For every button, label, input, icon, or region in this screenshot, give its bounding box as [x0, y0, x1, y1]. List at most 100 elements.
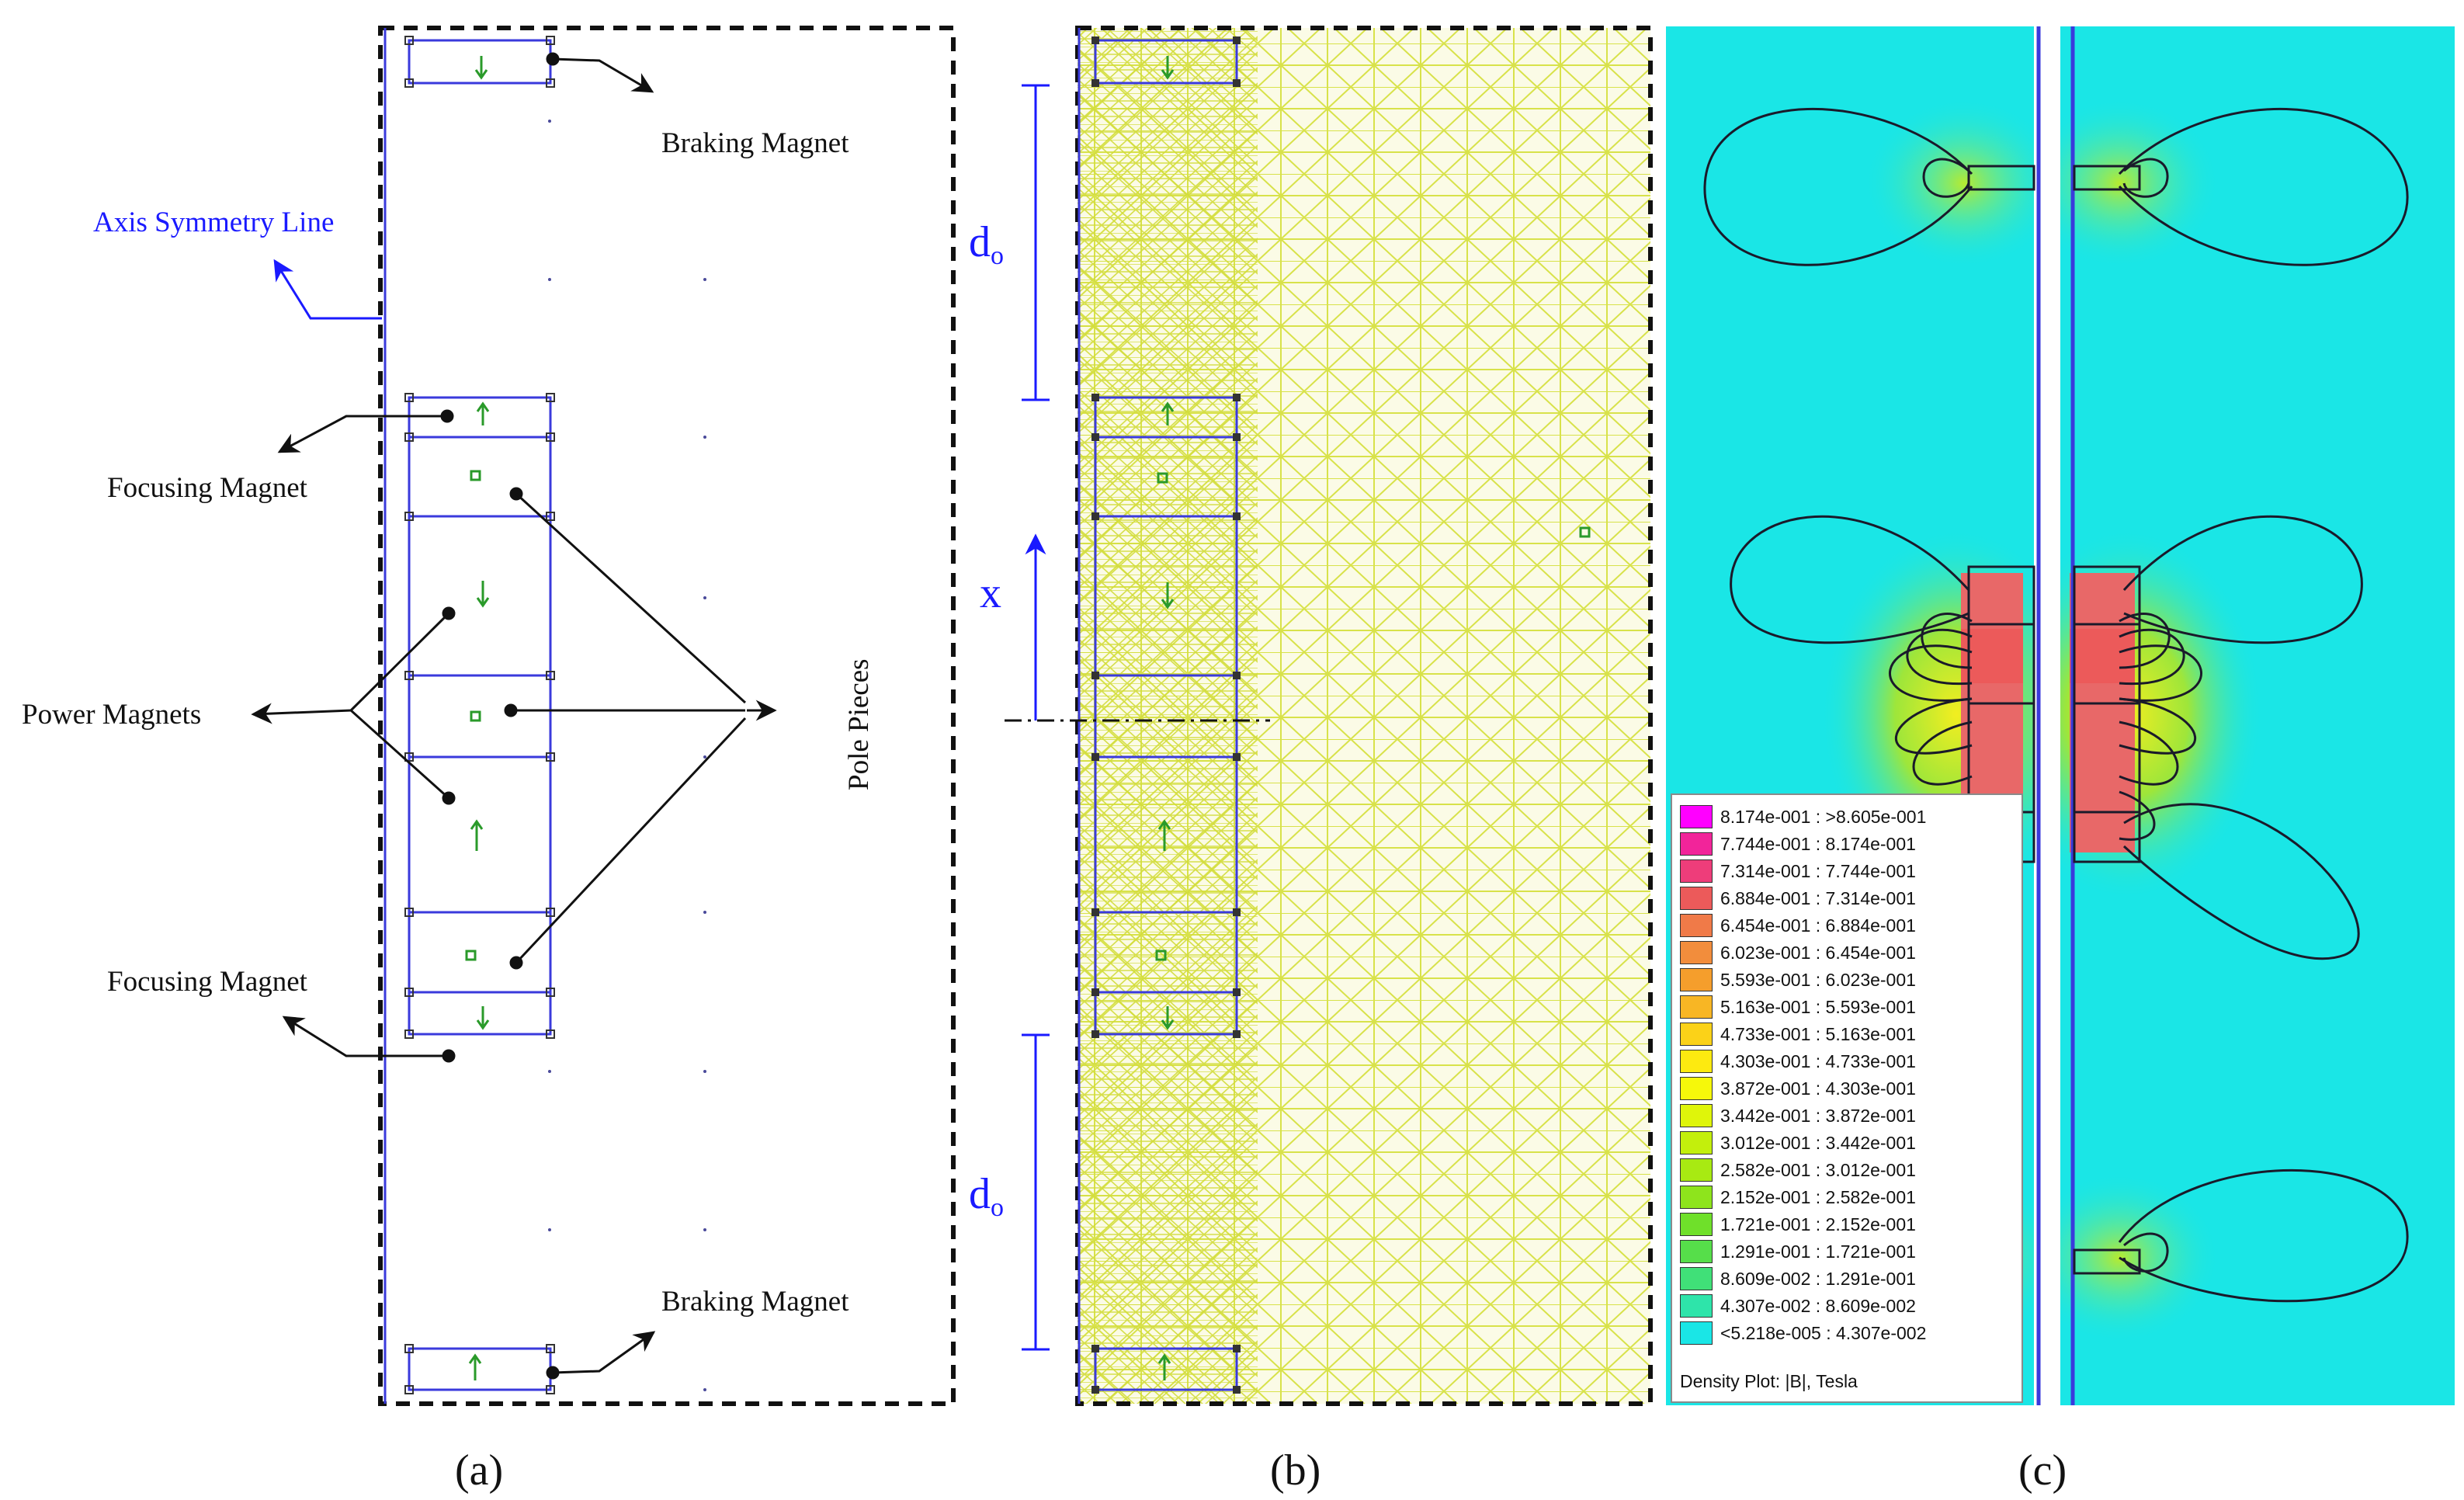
legend-range: 2.152e-001 : 2.582e-001: [1720, 1186, 1916, 1207]
braking-magnet-bottom: [404, 1344, 555, 1394]
legend-swatch: [1680, 1104, 1713, 1127]
legend-row: 7.314e-001 : 7.744e-001: [1680, 859, 1916, 884]
legend-row: 2.582e-001 : 3.012e-001: [1680, 1158, 1916, 1182]
legend-range: 8.174e-001 : >8.605e-001: [1720, 806, 1927, 827]
legend-range: 3.012e-001 : 3.442e-001: [1720, 1132, 1916, 1153]
legend-range: 6.884e-001 : 7.314e-001: [1720, 887, 1916, 908]
legend-swatch: [1680, 1267, 1713, 1290]
legend-range: 4.733e-001 : 5.163e-001: [1720, 1023, 1916, 1044]
legend-row: <5.218e-005 : 4.307e-002: [1680, 1321, 1926, 1345]
focusing-magnet-bottom-leader: [282, 1016, 449, 1057]
legend-range: 4.303e-001 : 4.733e-001: [1720, 1050, 1916, 1071]
focusing-magnet-top-label: Focusing Magnet: [107, 472, 308, 504]
focusing-magnet-top-leader: [277, 415, 447, 453]
legend-row: 4.733e-001 : 5.163e-001: [1680, 1022, 1916, 1047]
legend-row: 6.454e-001 : 6.884e-001: [1680, 913, 1916, 938]
legend-swatch: [1680, 832, 1713, 856]
legend-row: 6.884e-001 : 7.314e-001: [1680, 886, 1916, 911]
d-o-top-dimension: [1022, 84, 1050, 401]
legend-range: 8.609e-002 : 1.291e-001: [1720, 1268, 1916, 1289]
mesh-fine-region: [1078, 28, 1258, 1404]
panel-c: [1666, 26, 2455, 1405]
legend-swatch: [1680, 968, 1713, 991]
braking-magnet-top: [404, 36, 555, 88]
legend-range: <5.218e-005 : 4.307e-002: [1720, 1322, 1927, 1343]
legend-swatch: [1680, 1186, 1713, 1209]
legend-range: 1.291e-001 : 1.721e-001: [1720, 1241, 1916, 1262]
axis-symmetry-leader: [273, 259, 382, 320]
legend-row: 4.303e-001 : 4.733e-001: [1680, 1049, 1916, 1074]
legend-swatch: [1680, 1023, 1713, 1046]
legend-swatch: [1680, 859, 1713, 883]
legend-row: 1.291e-001 : 1.721e-001: [1680, 1239, 1916, 1264]
legend-range: 1.721e-001 : 2.152e-001: [1720, 1214, 1916, 1234]
legend-swatch: [1680, 995, 1713, 1019]
legend-swatch: [1680, 1321, 1713, 1345]
legend-swatch: [1680, 887, 1713, 910]
legend-swatch: [1680, 941, 1713, 964]
caption-c: (c): [2018, 1446, 2067, 1495]
power-magnets-leaders: [349, 612, 450, 800]
legend-row: 1.721e-001 : 2.152e-001: [1680, 1212, 1916, 1237]
legend-swatch: [1680, 1158, 1713, 1182]
x-label: x: [980, 569, 1001, 617]
pole-pieces-leaders: [511, 492, 747, 964]
field-glow: [1863, 98, 2065, 269]
power-magnets-arrow: [251, 703, 352, 724]
legend-swatch: [1680, 805, 1713, 828]
legend-swatch: [1680, 1240, 1713, 1263]
legend-range: 5.593e-001 : 6.023e-001: [1720, 969, 1916, 990]
pole-pieces-label: Pole Pieces: [843, 658, 875, 790]
panel-b-magnets: [1094, 39, 1238, 1391]
braking-magnet-top-leader: [552, 57, 654, 93]
legend-swatch: [1680, 1050, 1713, 1073]
legend-row: 5.593e-001 : 6.023e-001: [1680, 967, 1916, 992]
braking-magnet-bottom-label: Braking Magnet: [661, 1286, 849, 1318]
caption-b: (b): [1270, 1446, 1320, 1495]
d-o-bottom-dimension: [1022, 1033, 1050, 1351]
legend-row: 8.174e-001 : >8.605e-001: [1680, 804, 1926, 829]
power-magnets-label: Power Magnets: [22, 699, 201, 731]
legend-row: 5.163e-001 : 5.593e-001: [1680, 995, 1916, 1019]
legend-swatch: [1680, 1077, 1713, 1100]
d-o-top-label: do: [969, 218, 1004, 270]
legend-range: 7.744e-001 : 8.174e-001: [1720, 833, 1916, 854]
focusing-magnet-bottom-label: Focusing Magnet: [107, 966, 308, 998]
legend-row: 8.609e-002 : 1.291e-001: [1680, 1266, 1916, 1291]
legend-range: 4.307e-002 : 8.609e-002: [1720, 1295, 1916, 1316]
legend-swatch: [1680, 914, 1713, 937]
legend-row: 6.023e-001 : 6.454e-001: [1680, 940, 1916, 965]
mesh-nodes: [548, 120, 706, 1391]
magnet-stack: [404, 393, 555, 1039]
braking-magnet-top-label: Braking Magnet: [661, 127, 849, 159]
legend-range: 6.023e-001 : 6.454e-001: [1720, 942, 1916, 963]
panel-a-frame: [378, 26, 956, 1406]
legend-range: 3.872e-001 : 4.303e-001: [1720, 1078, 1916, 1099]
d-o-bottom-label: do: [969, 1170, 1004, 1222]
braking-magnet-bottom-leader: [552, 1331, 656, 1374]
stack-band: [2070, 629, 2135, 683]
legend-row: 3.442e-001 : 3.872e-001: [1680, 1103, 1916, 1128]
legend-row: 7.744e-001 : 8.174e-001: [1680, 832, 1916, 856]
legend-row: 3.872e-001 : 4.303e-001: [1680, 1076, 1916, 1101]
legend-swatch: [1680, 1294, 1713, 1318]
legend-range: 2.582e-001 : 3.012e-001: [1720, 1159, 1916, 1180]
caption-a: (a): [455, 1446, 503, 1495]
legend-swatch: [1680, 1131, 1713, 1155]
legend-row: 2.152e-001 : 2.582e-001: [1680, 1185, 1916, 1210]
legend-range: 6.454e-001 : 6.884e-001: [1720, 915, 1916, 936]
legend-row: 4.307e-002 : 8.609e-002: [1680, 1293, 1916, 1318]
density-legend: 8.174e-001 : >8.605e-001 7.744e-001 : 8.1…: [1671, 793, 2023, 1403]
stack-band: [1961, 629, 2023, 683]
legend-range: 7.314e-001 : 7.744e-001: [1720, 860, 1916, 881]
legend-row: 3.012e-001 : 3.442e-001: [1680, 1130, 1916, 1155]
panel-a: Braking Magnet Axis Symmetry Line Focusi…: [22, 26, 956, 1406]
axis-symmetry-label: Axis Symmetry Line: [93, 207, 334, 238]
legend-title: Density Plot: |B|, Tesla: [1680, 1371, 1858, 1391]
panel-b: do x do: [969, 26, 1653, 1406]
panel-b-frame: [1075, 26, 1653, 1406]
legend-range: 5.163e-001 : 5.593e-001: [1720, 996, 1916, 1017]
legend-swatch: [1680, 1213, 1713, 1236]
legend-range: 3.442e-001 : 3.872e-001: [1720, 1105, 1916, 1126]
